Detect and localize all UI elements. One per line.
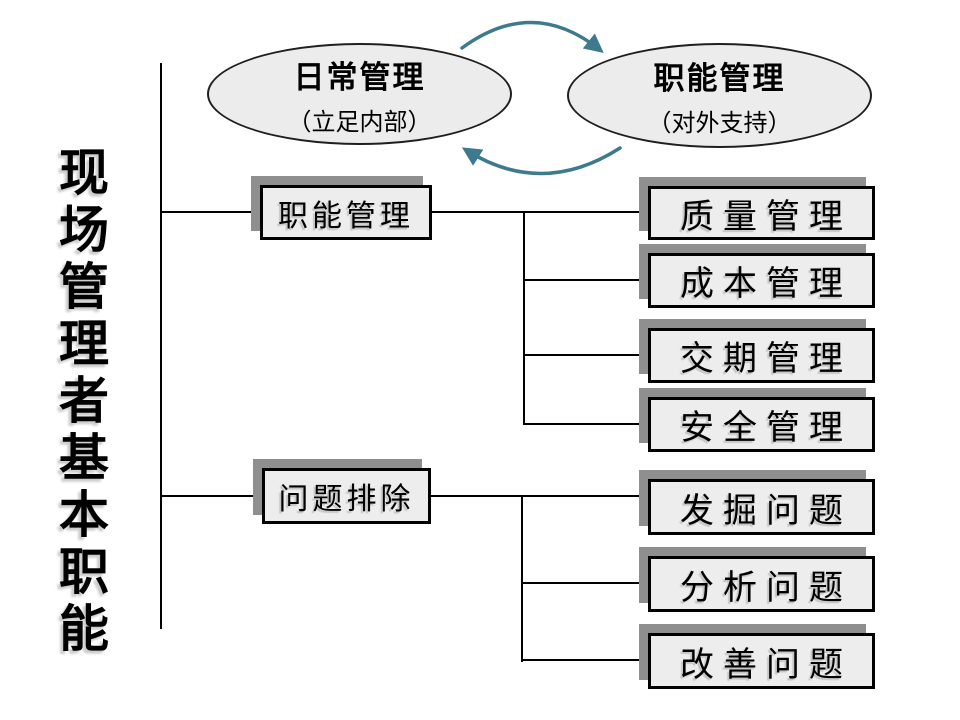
connector-line xyxy=(432,211,648,213)
connector-line xyxy=(523,354,648,356)
leaf-cost-management: 成本管理 xyxy=(648,253,875,308)
branch-functional-management: 职能管理 xyxy=(260,185,432,240)
leaf-quality-management: 质量管理 xyxy=(648,186,875,240)
leaf-discover-problems: 发掘问题 xyxy=(648,479,875,535)
leaf-improve-problems: 改善问题 xyxy=(648,633,875,689)
leaf-label: 交期管理 xyxy=(680,339,852,379)
leaf-label: 改善问题 xyxy=(680,644,852,685)
cycle-arrow-top-icon xyxy=(460,20,604,54)
ellipse-functional-management: 职能管理 （对外支持） xyxy=(567,43,872,148)
leaf-label: 分析问题 xyxy=(680,567,852,608)
leaf-label: 安全管理 xyxy=(680,408,852,448)
cycle-arrow-bottom-icon xyxy=(461,146,622,176)
ellipse-daily-management: 日常管理 （立足内部） xyxy=(207,43,512,145)
connector-line xyxy=(523,279,648,281)
connector-line xyxy=(521,495,523,662)
leaf-safety-management: 安全管理 xyxy=(648,397,875,452)
leaf-label: 发掘问题 xyxy=(680,490,852,531)
connector-line xyxy=(523,211,525,425)
branch-label: 职能管理 xyxy=(278,198,414,234)
connector-line xyxy=(523,423,648,425)
connector-line xyxy=(160,495,263,497)
leaf-analyze-problems: 分析问题 xyxy=(648,556,875,612)
leaf-label: 质量管理 xyxy=(680,196,852,237)
branch-problem-elimination: 问题排除 xyxy=(262,468,431,524)
connector-line xyxy=(521,582,648,584)
ellipse-subtitle: （立足内部） xyxy=(287,107,432,136)
page-title: 现场管理者基本职能 xyxy=(51,146,110,659)
connector-line xyxy=(160,211,261,213)
ellipse-subtitle: （对外支持） xyxy=(647,109,792,137)
ellipse-title: 日常管理 xyxy=(293,59,426,96)
leaf-delivery-management: 交期管理 xyxy=(648,328,875,383)
trunk-line xyxy=(160,63,162,629)
connector-line xyxy=(430,495,648,497)
leaf-label: 成本管理 xyxy=(680,264,852,304)
connector-line xyxy=(521,659,648,661)
ellipse-title: 职能管理 xyxy=(653,61,786,97)
branch-label: 问题排除 xyxy=(278,482,415,517)
